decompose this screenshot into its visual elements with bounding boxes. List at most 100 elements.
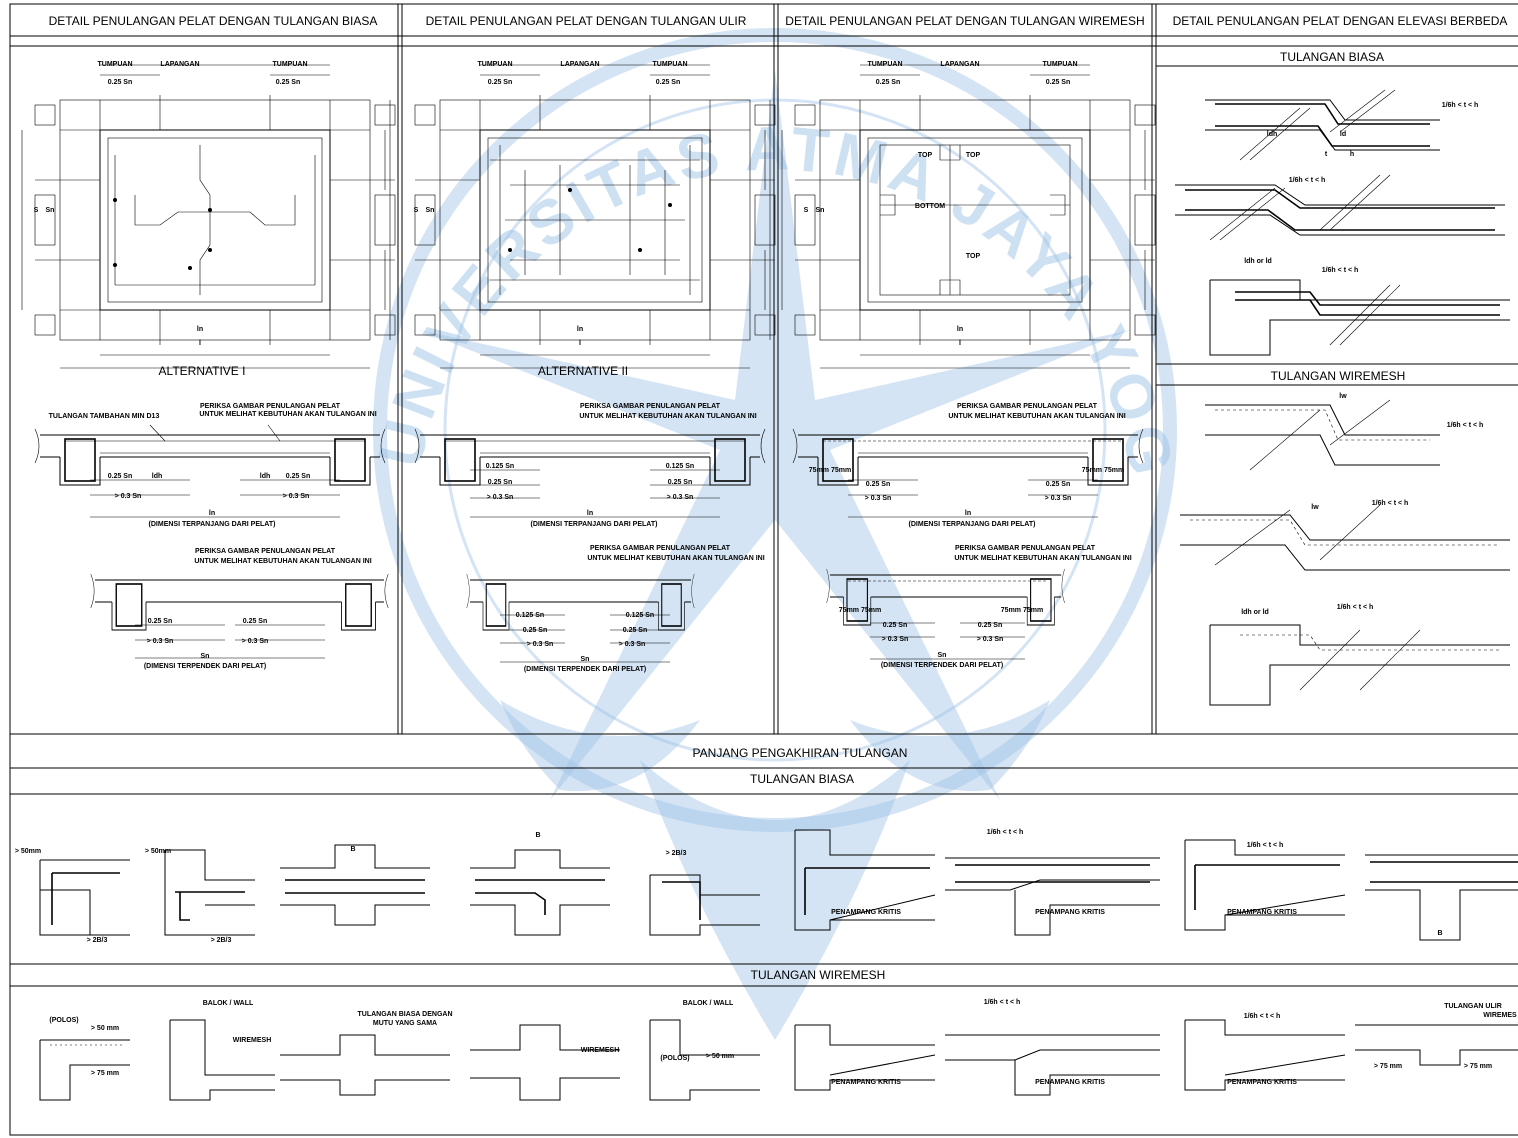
- sn025-label-1a: 0.25 Sn: [108, 79, 133, 86]
- elev-ldh-or-ld-1: ldh or ld: [1244, 258, 1272, 265]
- note-check-1a: PERIKSA GAMBAR PENULANGAN PELAT: [200, 403, 341, 410]
- s-label-2: S: [414, 207, 419, 214]
- dim-75mm-6b: 75mm 75mm: [1001, 607, 1043, 614]
- dim-03sn-6b: > 0.3 Sn: [977, 636, 1004, 643]
- plan-plain-rebar: [9, 64, 396, 369]
- dim-03sn-4a: > 0.3 Sn: [527, 641, 554, 648]
- dim-short-6: (DIMENSI TERPENDEK DARI PELAT): [881, 662, 1003, 669]
- dim-long-5: (DIMENSI TERPANJANG DARI PELAT): [909, 521, 1036, 528]
- bottom-title: PANJANG PENGAKHIRAN TULANGAN: [693, 746, 908, 760]
- dim-ldh-1b: ldh: [260, 473, 271, 480]
- elev-ldh-or-ld-2: ldh or ld: [1241, 609, 1269, 616]
- bottom-label-3: BOTTOM: [915, 203, 945, 210]
- section-wiremesh-long: [792, 428, 1144, 518]
- dim-ln-5: ln: [965, 510, 971, 517]
- bottom-b-2: B: [535, 832, 540, 839]
- dim-025sn-1b: 0.25 Sn: [286, 473, 311, 480]
- elev-lw-1: lw: [1339, 393, 1347, 400]
- bottom-balok-1: BALOK / WALL: [203, 1000, 254, 1007]
- bottom-50mm-4: > 50 mm: [706, 1053, 734, 1060]
- elev-h-1: h: [1350, 151, 1354, 158]
- dim-025sn-3b: 0.25 Sn: [668, 479, 693, 486]
- dim-025sn-5b: 0.25 Sn: [1046, 481, 1071, 488]
- top-label-3a: TOP: [918, 152, 933, 159]
- note-check-6b: UNTUK MELIHAT KEBUTUHAN AKAN TULANGAN IN…: [954, 555, 1131, 562]
- note-check-1b: UNTUK MELIHAT KEBUTUHAN AKAN TULANGAN IN…: [199, 411, 376, 418]
- note-check-6a: PERIKSA GAMBAR PENULANGAN PELAT: [955, 545, 1096, 552]
- ln-label-3: ln: [957, 326, 963, 333]
- bottom-polos-1: (POLOS): [49, 1017, 78, 1024]
- dim-long-3: (DIMENSI TERPANJANG DARI PELAT): [531, 521, 658, 528]
- sn025-label-3a: 0.25 Sn: [876, 79, 901, 86]
- top-label-3c: TOP: [966, 253, 981, 260]
- elev-ld-1: ld: [1340, 131, 1346, 138]
- panel-title-elevation: DETAIL PENULANGAN PELAT DENGAN ELEVASI B…: [1173, 14, 1508, 28]
- dim-sn-2: Sn: [201, 653, 210, 660]
- note-check-2b: UNTUK MELIHAT KEBUTUHAN AKAN TULANGAN IN…: [194, 558, 371, 565]
- dim-025sn-4b: 0.25 Sn: [623, 627, 648, 634]
- elev-lw-2: lw: [1311, 504, 1319, 511]
- bottom-50mm-2: > 50mm: [145, 848, 171, 855]
- elev-t-1: t: [1325, 151, 1328, 158]
- sn025-label-2a: 0.25 Sn: [488, 79, 513, 86]
- elevation-sub-plain: TULANGAN BIASA: [1280, 50, 1384, 64]
- bottom-2b3-3: > 2B/3: [666, 850, 687, 857]
- sn-label-1: Sn: [46, 207, 55, 214]
- dim-0125sn-4a: 0.125 Sn: [516, 612, 544, 619]
- dim-03sn-1b: > 0.3 Sn: [283, 493, 310, 500]
- s-label-1: S: [34, 207, 39, 214]
- bottom-penampang-6: PENAMPANG KRITIS: [1227, 1079, 1297, 1086]
- dim-75mm-6a: 75mm 75mm: [839, 607, 881, 614]
- note-check-3b: UNTUK MELIHAT KEBUTUHAN AKAN TULANGAN IN…: [579, 413, 756, 420]
- dim-0125sn-3b: 0.125 Sn: [666, 463, 694, 470]
- dim-ln-1: ln: [209, 510, 215, 517]
- dim-0125sn-4b: 0.125 Sn: [626, 612, 654, 619]
- l-label-2: l: [579, 340, 581, 347]
- note-check-5a: PERIKSA GAMBAR PENULANGAN PELAT: [957, 403, 1098, 410]
- note-check-4a: PERIKSA GAMBAR PENULANGAN PELAT: [590, 545, 731, 552]
- section-plain-short: [89, 573, 390, 659]
- note-check-5b: UNTUK MELIHAT KEBUTUHAN AKAN TULANGAN IN…: [948, 413, 1125, 420]
- development-length-plain-details: [39, 829, 1518, 941]
- dim-ln-3: ln: [587, 510, 593, 517]
- tumpuan-label-1a: TUMPUAN: [98, 61, 133, 68]
- note-additional-rebar: TULANGAN TAMBAHAN MIN D13: [49, 413, 160, 420]
- elev-ratio-2: 1/6h < t < h: [1289, 177, 1326, 184]
- dim-025sn-5a: 0.25 Sn: [866, 481, 891, 488]
- panel-title-plain-rebar: DETAIL PENULANGAN PELAT DENGAN TULANGAN …: [49, 14, 378, 28]
- plan-deformed-rebar: [389, 64, 776, 369]
- dim-025sn-6a: 0.25 Sn: [883, 622, 908, 629]
- watermark-logo: UNIVERSITAS ATMA JAYA YOGYAKARTA: [0, 0, 1183, 1040]
- tumpuan-label-3a: TUMPUAN: [868, 61, 903, 68]
- dim-0125sn-3a: 0.125 Sn: [486, 463, 514, 470]
- dim-ldh-1a: ldh: [152, 473, 163, 480]
- development-length-wiremesh-details: [39, 1019, 1518, 1101]
- lapangan-label-3: LAPANGAN: [940, 61, 979, 68]
- dim-sn-4: Sn: [581, 656, 590, 663]
- bottom-ratio-4: 1/6h < t < h: [1244, 1013, 1281, 1020]
- elev-ratio-5: 1/6h < t < h: [1372, 500, 1409, 507]
- plan-wiremesh: [769, 64, 1156, 369]
- bottom-penampang-3: PENAMPANG KRITIS: [1227, 909, 1297, 916]
- sn-label-3: Sn: [816, 207, 825, 214]
- lapangan-label-1: LAPANGAN: [160, 61, 199, 68]
- panel-title-wiremesh: DETAIL PENULANGAN PELAT DENGAN TULANGAN …: [785, 14, 1144, 28]
- bottom-75mm-1: > 75 mm: [91, 1070, 119, 1077]
- sn-label-2: Sn: [426, 207, 435, 214]
- dim-03sn-2b: > 0.3 Sn: [242, 638, 269, 645]
- dim-03sn-3b: > 0.3 Sn: [667, 494, 694, 501]
- dim-75mm-5a: 75mm 75mm: [809, 467, 851, 474]
- elev-ratio-3: 1/6h < t < h: [1322, 267, 1359, 274]
- section-deformed-short: [465, 573, 696, 663]
- alternative-2-label: ALTERNATIVE II: [538, 364, 628, 378]
- tumpuan-label-3b: TUMPUAN: [1043, 61, 1078, 68]
- ln-label-1: ln: [197, 326, 203, 333]
- top-label-3b: TOP: [966, 152, 981, 159]
- note-check-2a: PERIKSA GAMBAR PENULANGAN PELAT: [195, 548, 336, 555]
- dim-025sn-6b: 0.25 Sn: [978, 622, 1003, 629]
- bottom-sub-wiremesh: TULANGAN WIREMESH: [751, 968, 886, 982]
- note-check-4b: UNTUK MELIHAT KEBUTUHAN AKAN TULANGAN IN…: [587, 555, 764, 562]
- tumpuan-label-2b: TUMPUAN: [653, 61, 688, 68]
- ln-label-2: ln: [577, 326, 583, 333]
- tumpuan-label-1b: TUMPUAN: [273, 61, 308, 68]
